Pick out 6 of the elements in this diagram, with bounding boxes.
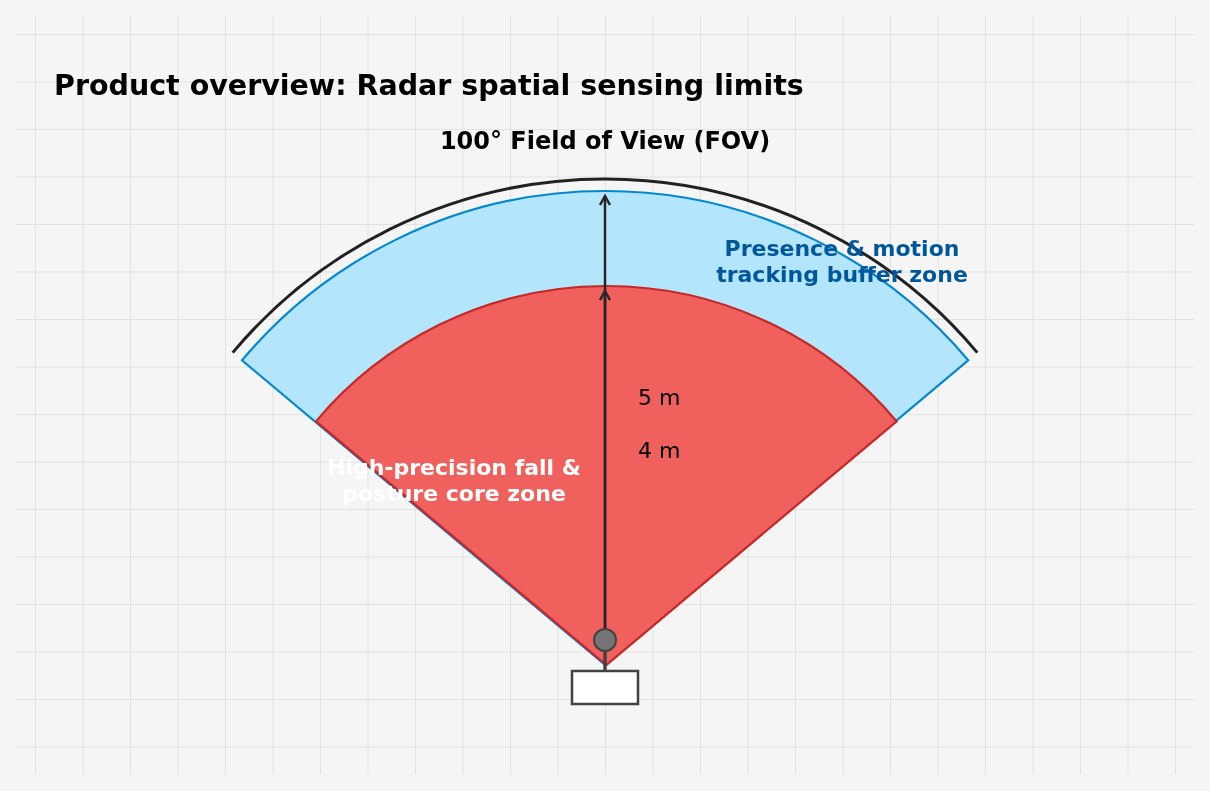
- distance-label: 4 m: [638, 437, 681, 465]
- fov-label: 100° Field of View (FOV): [439, 126, 771, 156]
- buffer-zone-band: [241, 191, 969, 665]
- distance-label: 5 m: [638, 384, 681, 412]
- core-zone-sector: [315, 286, 897, 665]
- diagram-title: Product overview: Radar spatial sensing limits: [54, 69, 804, 104]
